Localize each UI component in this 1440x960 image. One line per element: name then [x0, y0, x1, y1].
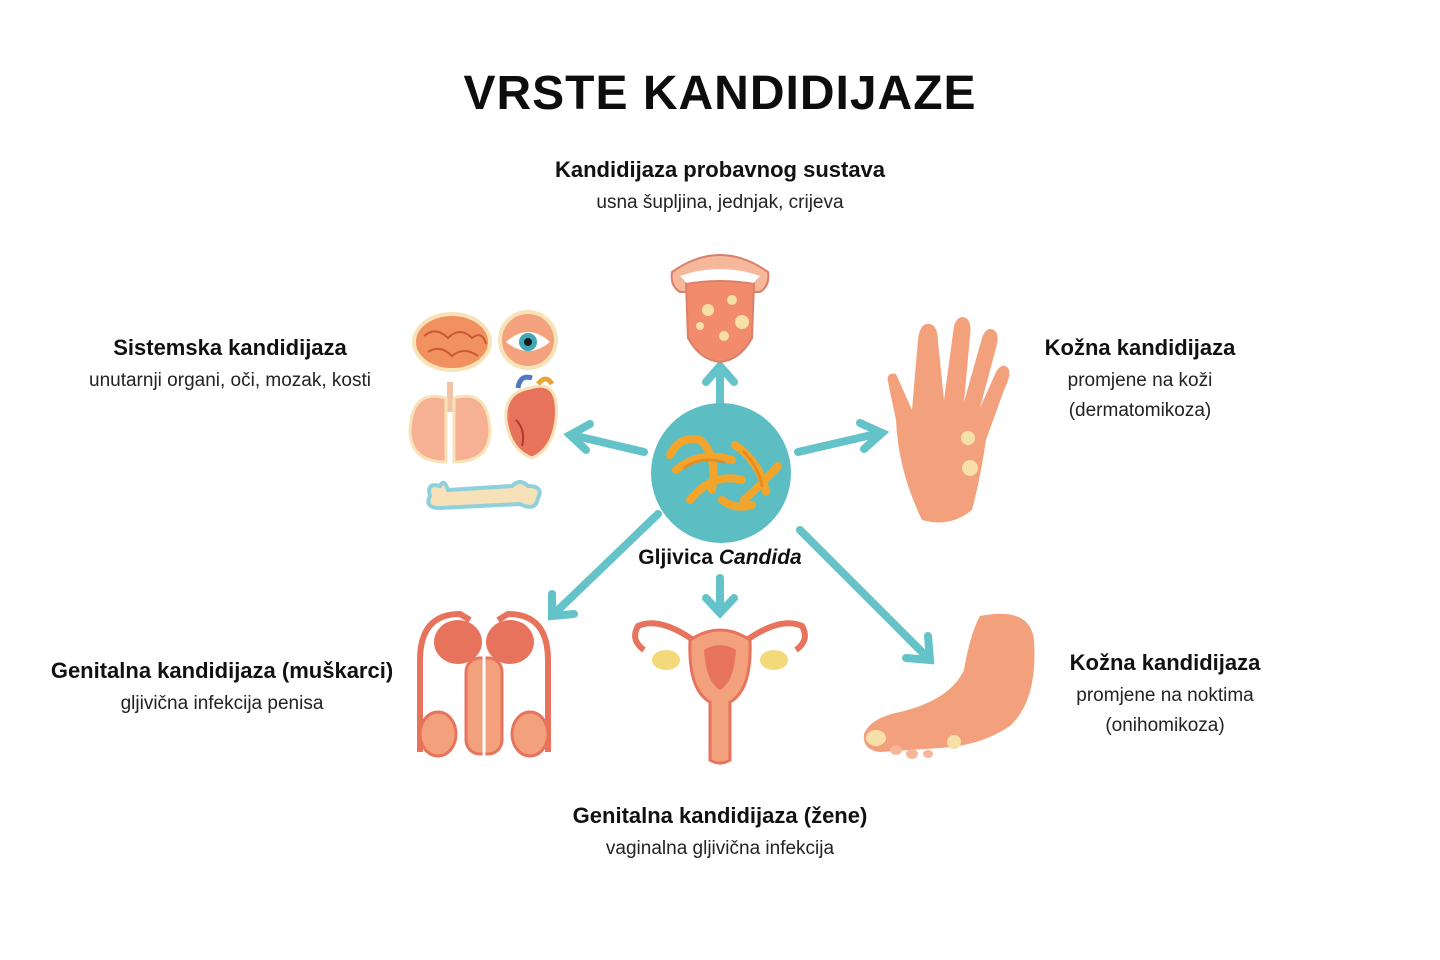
arrow-down-left	[548, 510, 662, 621]
brain-icon	[412, 312, 492, 372]
skin-desc-line2: (dermatomikoza)	[1068, 400, 1212, 421]
label-genital-female: Genitalna kandidijaza (žene) vaginalna g…	[520, 802, 920, 864]
foot-icon	[863, 613, 1035, 759]
label-systemic: Sistemska kandidijaza unutarnji organi, …	[40, 334, 420, 396]
genital-male-heading: Genitalna kandidijaza (muškarci)	[50, 658, 394, 683]
heart-icon	[504, 374, 558, 460]
genital-female-desc: vaginalna gljivična infekcija	[605, 838, 835, 859]
label-nails: Kožna kandidijaza promjene na noktima (o…	[1030, 649, 1300, 741]
lungs-icon	[408, 382, 492, 464]
nails-heading: Kožna kandidijaza	[1069, 650, 1261, 675]
label-skin: Kožna kandidijaza promjene na koži (derm…	[1010, 334, 1270, 426]
nails-desc-line1: promjene na noktima	[1076, 685, 1254, 706]
organs-icon	[408, 310, 558, 511]
tongue-icon	[670, 254, 770, 364]
digestive-desc: usna šupljina, jednjak, crijeva	[596, 192, 844, 213]
center-caption: Gljivica Candida	[560, 546, 880, 570]
skin-heading: Kožna kandidijaza	[1044, 335, 1236, 360]
candida-icon	[651, 403, 791, 543]
arrow-down	[702, 574, 738, 619]
arrow-right	[794, 419, 890, 456]
label-genital-male: Genitalna kandidijaza (muškarci) gljivič…	[30, 657, 414, 719]
page-title: VRSTE KANDIDIJAZE	[463, 67, 977, 120]
arrows	[548, 359, 935, 665]
male-reproductive-icon	[417, 610, 551, 758]
genital-female-heading: Genitalna kandidijaza (žene)	[572, 803, 868, 828]
digestive-heading: Kandidijaza probavnog sustava	[554, 157, 886, 182]
genital-male-desc: gljivična infekcija penisa	[120, 693, 324, 714]
arrow-left	[563, 420, 648, 456]
systemic-heading: Sistemska kandidijaza	[113, 335, 347, 360]
eye-icon	[498, 310, 558, 370]
arrow-down-right	[796, 526, 935, 665]
bone-icon	[426, 480, 542, 511]
systemic-desc: unutarnji organi, oči, mozak, kosti	[89, 370, 371, 391]
label-digestive: Kandidijaza probavnog sustava usna šuplj…	[470, 156, 970, 218]
hand-icon	[887, 317, 1010, 523]
nails-desc-line2: (onihomikoza)	[1105, 715, 1225, 736]
center-caption-prefix: Gljivica	[638, 546, 714, 569]
female-reproductive-icon	[632, 620, 808, 765]
arrow-up	[702, 359, 738, 408]
skin-desc-line1: promjene na koži	[1067, 370, 1213, 391]
center-caption-italic: Candida	[718, 546, 802, 569]
